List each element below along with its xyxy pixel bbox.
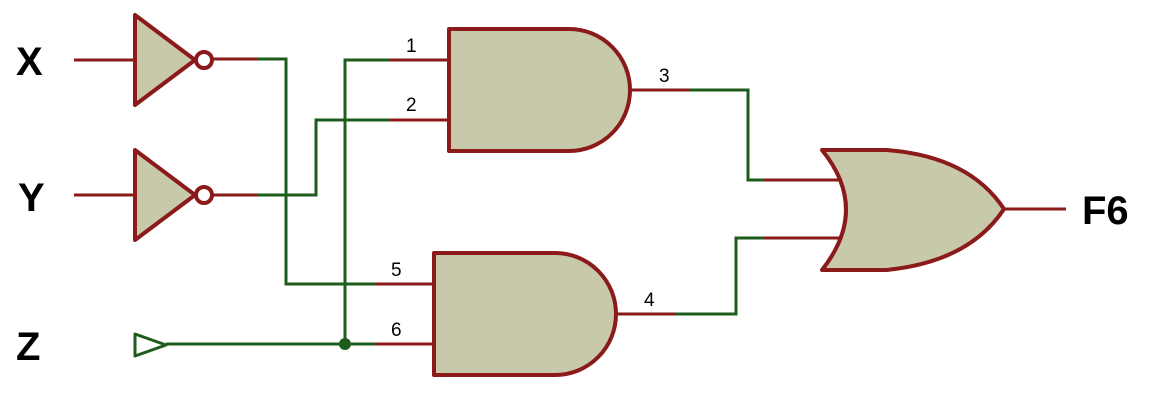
- input-label-x: X: [16, 40, 43, 84]
- not-gate-y: [133, 148, 197, 242]
- output-label-f6: F6: [1082, 189, 1129, 233]
- not-gate-x: [133, 13, 197, 107]
- wires: [166, 57, 764, 346]
- input-label-z: Z: [16, 325, 40, 369]
- wire-z-to-pin1: [343, 58, 390, 344]
- pin-label-2: 2: [406, 95, 417, 116]
- pin-stubs: [74, 57, 1066, 346]
- pin-label-6: 6: [391, 320, 402, 341]
- wire-pin3-to-or: [690, 88, 764, 182]
- pin-label-3: 3: [659, 66, 670, 87]
- input-buffer-z: [133, 332, 168, 358]
- or-gate: [820, 148, 1006, 272]
- pin-label-1: 1: [406, 36, 417, 57]
- wire-noty-to-pin2: [258, 118, 390, 197]
- gates: [133, 13, 1006, 377]
- pin-label-5: 5: [391, 260, 402, 281]
- input-label-y: Y: [18, 176, 45, 220]
- not-gate-x-bubble: [194, 50, 214, 70]
- not-gate-y-bubble: [194, 185, 214, 205]
- and-gate-1: [447, 27, 632, 153]
- wire-junction-dot: [339, 338, 351, 350]
- and-gate-2: [432, 251, 618, 377]
- wire-pin4-to-or: [676, 236, 764, 316]
- wire-notx-to-pin5: [258, 57, 376, 286]
- pin-label-4: 4: [644, 290, 655, 311]
